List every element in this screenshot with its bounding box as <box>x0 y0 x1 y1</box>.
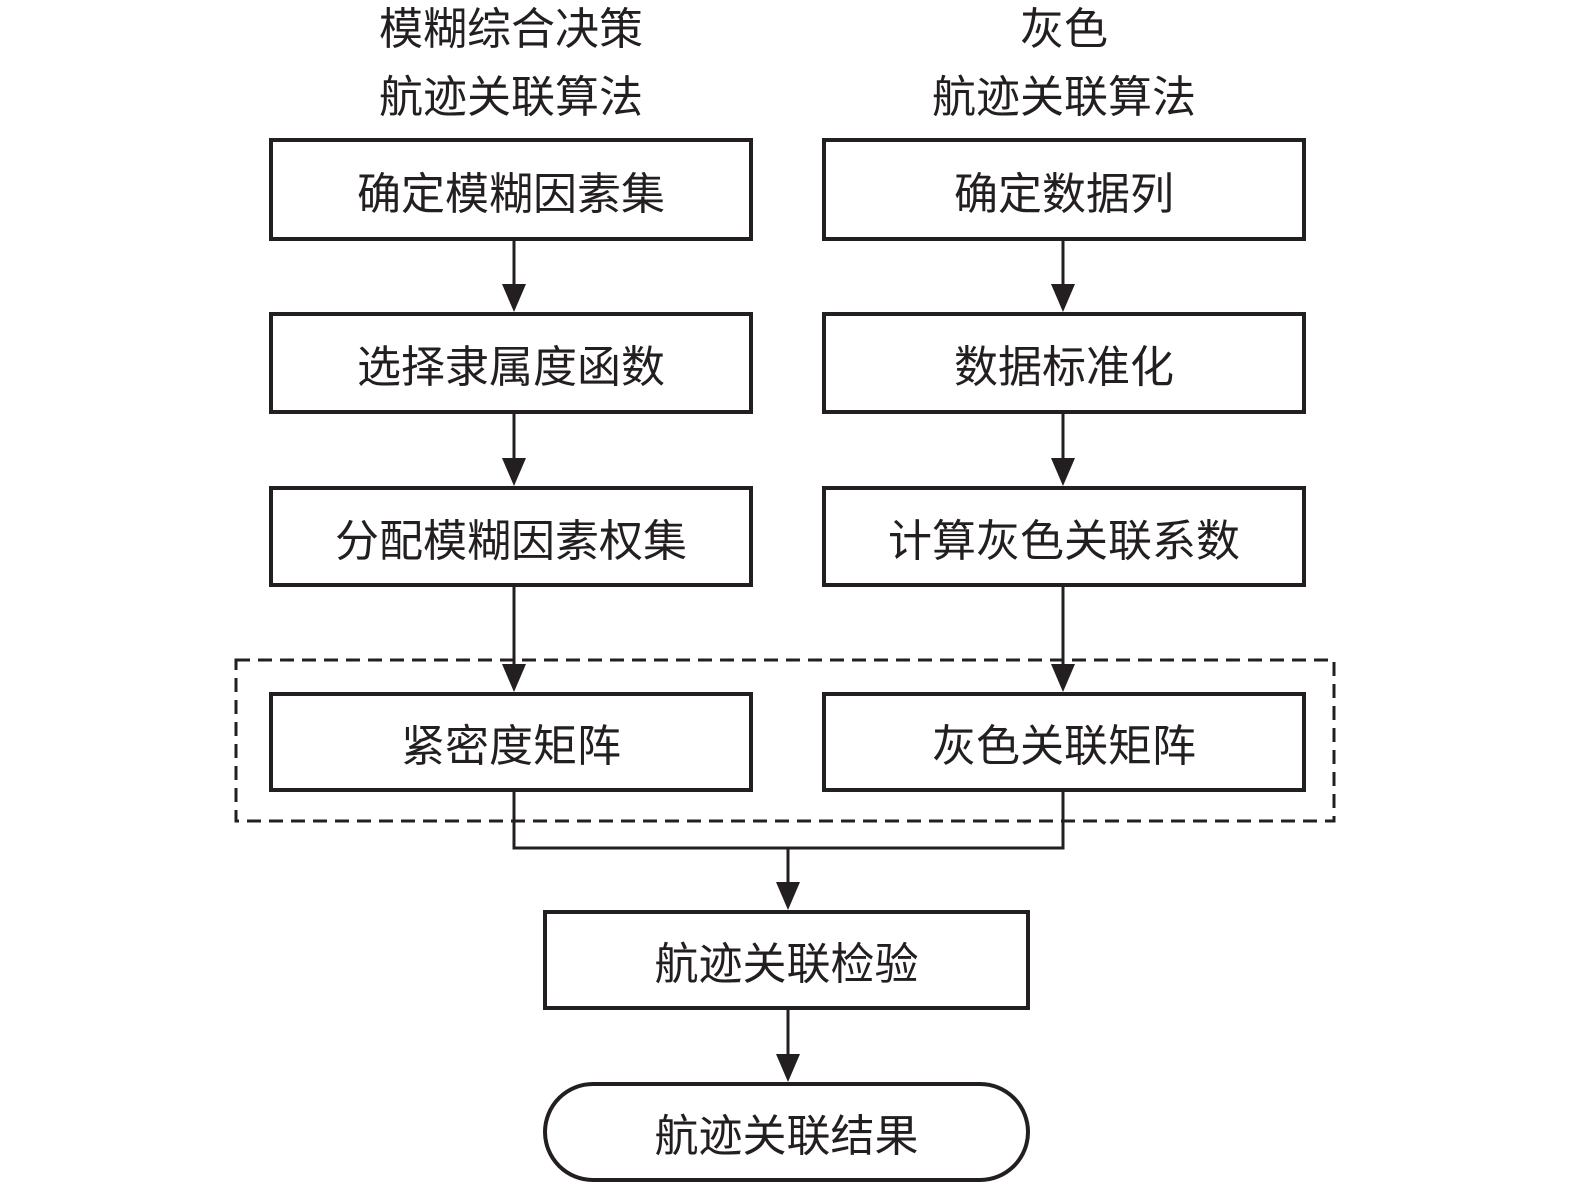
right-step-2-label: 数据标准化 <box>954 342 1174 393</box>
left-step-2-box: 选择隶属度函数 <box>269 312 753 414</box>
check-step-box: 航迹关联检验 <box>543 910 1030 1010</box>
left-step-3-label: 分配模糊因素权集 <box>335 515 687 567</box>
left-column-arrows <box>502 240 526 692</box>
right-heading-line2: 航迹关联算法 <box>932 72 1196 123</box>
left-step-3-box: 分配模糊因素权集 <box>269 486 753 587</box>
left-heading-line2: 航迹关联算法 <box>379 72 643 123</box>
result-label: 航迹关联结果 <box>654 1111 919 1162</box>
result-terminal: 航迹关联结果 <box>543 1082 1030 1182</box>
right-step-3-box: 计算灰色关联系数 <box>822 486 1306 587</box>
left-step-2-label: 选择隶属度函数 <box>357 342 665 393</box>
matrix-group-dashed-frame <box>234 658 1336 823</box>
left-step-1-label: 确定模糊因素集 <box>357 168 665 220</box>
right-step-1-box: 确定数据列 <box>822 138 1306 241</box>
left-matrix-box: 紧密度矩阵 <box>269 692 753 792</box>
left-algorithm-heading: 模糊综合决策 航迹关联算法 <box>269 0 753 132</box>
right-algorithm-heading: 灰色 航迹关联算法 <box>822 0 1306 132</box>
right-step-2-box: 数据标准化 <box>822 312 1306 414</box>
check-step-label: 航迹关联检验 <box>654 939 919 990</box>
left-matrix-label: 紧密度矩阵 <box>401 721 621 772</box>
right-column-arrows <box>1051 240 1075 692</box>
result-arrow <box>776 1009 800 1082</box>
right-step-3-label: 计算灰色关联系数 <box>888 515 1240 567</box>
left-heading-line1: 模糊综合决策 <box>379 4 643 55</box>
right-heading-line1: 灰色 <box>1020 4 1108 55</box>
right-matrix-label: 灰色关联矩阵 <box>932 721 1196 772</box>
right-step-1-label: 确定数据列 <box>954 168 1174 220</box>
left-step-1-box: 确定模糊因素集 <box>269 138 753 241</box>
right-matrix-box: 灰色关联矩阵 <box>822 692 1306 792</box>
merge-connector <box>512 791 1065 910</box>
